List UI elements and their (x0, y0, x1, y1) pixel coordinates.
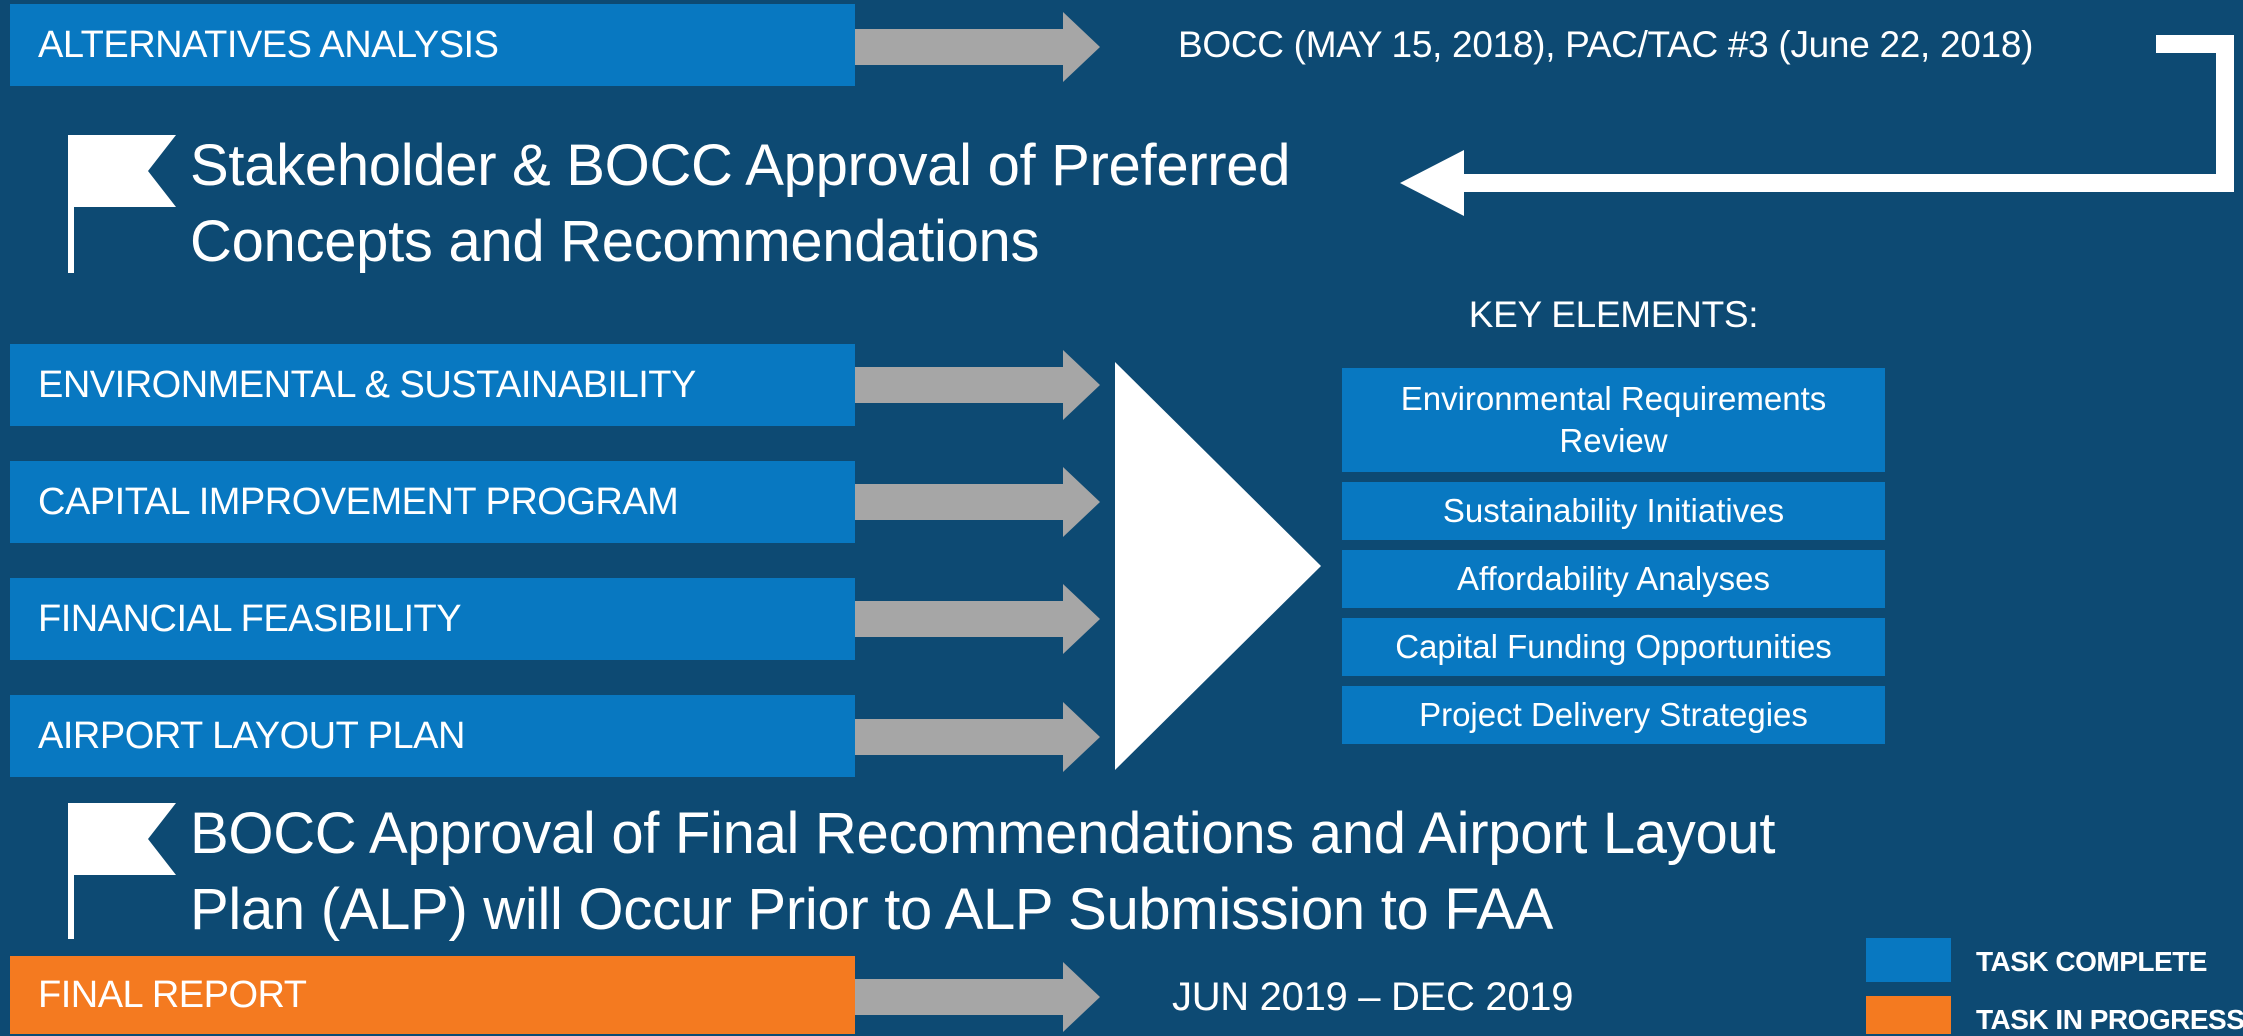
task-label: ALTERNATIVES ANALYSIS (38, 23, 499, 66)
right-arrow-icon (855, 584, 1100, 654)
task-label: FINAL REPORT (38, 973, 307, 1016)
flag-icon (68, 803, 176, 939)
key-element-sustainability-initiatives: Sustainability Initiatives (1342, 482, 1885, 540)
milestone-2-line-2: Plan (ALP) will Occur Prior to ALP Submi… (190, 877, 1553, 942)
milestone-1-title: Stakeholder & BOCC Approval of Preferred… (190, 128, 1291, 280)
key-element-affordability-analyses: Affordability Analyses (1342, 550, 1885, 608)
legend-swatch-complete (1866, 938, 1951, 982)
task-label: CAPITAL IMPROVEMENT PROGRAM (38, 480, 679, 523)
milestone-1-line-2: Concepts and Recommendations (190, 209, 1040, 274)
key-element-project-delivery-strategies: Project Delivery Strategies (1342, 686, 1885, 744)
task-final-report: FINAL REPORT (10, 956, 855, 1034)
task-label: ENVIRONMENTAL & SUSTAINABILITY (38, 363, 696, 406)
task-label: AIRPORT LAYOUT PLAN (38, 714, 465, 757)
meetings-text: BOCC (MAY 15, 2018), PAC/TAC #3 (June 22… (1178, 24, 2034, 65)
right-arrow-icon (855, 702, 1100, 772)
key-elements-title: KEY ELEMENTS: (1468, 294, 1759, 335)
task-environmental-sustainability: ENVIRONMENTAL & SUSTAINABILITY (10, 344, 855, 426)
task-capital-improvement-program: CAPITAL IMPROVEMENT PROGRAM (10, 461, 855, 543)
flag-icon (68, 135, 176, 273)
milestone-2-line-1: BOCC Approval of Final Recommendations a… (190, 801, 1776, 866)
legend-swatch-in-progress (1866, 996, 1951, 1034)
legend-label-in-progress: TASK IN PROGRESS (1976, 1004, 2243, 1035)
key-element-capital-funding-opportunities: Capital Funding Opportunities (1342, 618, 1885, 676)
task-alternatives-analysis: ALTERNATIVES ANALYSIS (10, 4, 855, 86)
key-element-environmental-requirements-review: Environmental Requirements Review (1342, 368, 1885, 472)
right-arrow-icon (855, 962, 1100, 1032)
task-airport-layout-plan: AIRPORT LAYOUT PLAN (10, 695, 855, 777)
right-arrow-icon (855, 467, 1100, 537)
task-label: FINANCIAL FEASIBILITY (38, 597, 462, 640)
triangle-icon (1115, 362, 1321, 770)
right-arrow-icon (855, 350, 1100, 420)
right-arrow-icon (855, 12, 1100, 82)
milestone-2-title: BOCC Approval of Final Recommendations a… (190, 796, 1775, 948)
final-report-dates: JUN 2019 – DEC 2019 (1172, 975, 1574, 1019)
legend-label-complete: TASK COMPLETE (1976, 946, 2207, 977)
milestone-1-line-1: Stakeholder & BOCC Approval of Preferred (190, 133, 1291, 198)
task-financial-feasibility: FINANCIAL FEASIBILITY (10, 578, 855, 660)
